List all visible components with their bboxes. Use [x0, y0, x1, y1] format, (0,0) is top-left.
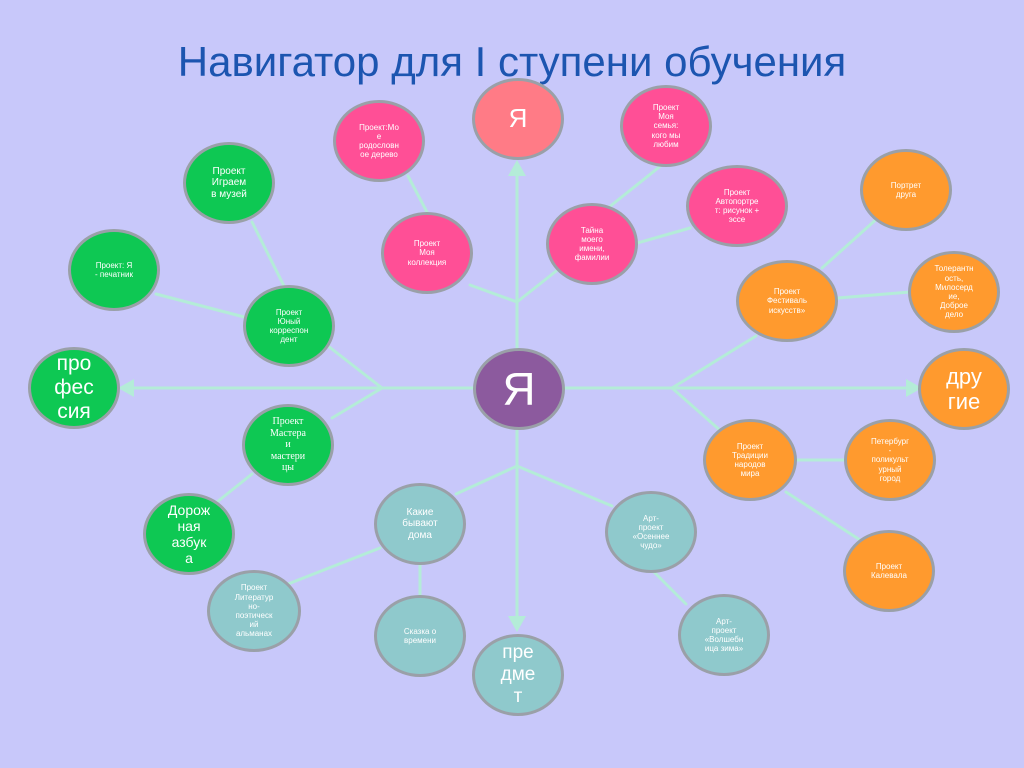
- node-tradicii[interactable]: Проект Традиции народов мира: [703, 419, 797, 501]
- node-volshebnica-zima-label: Арт- проект «Волшебн ица зима»: [704, 616, 744, 654]
- arrowhead-right: [906, 379, 922, 397]
- edge-festival-portret: [820, 214, 882, 270]
- edge-rightfork-tradicii: [670, 386, 724, 434]
- node-yunyy-korrespondent-label: Проект Юный корреспон дент: [269, 307, 309, 345]
- center-node[interactable]: Я: [473, 348, 565, 430]
- node-peterburg[interactable]: Петербург - поликульт урный город: [844, 419, 936, 501]
- node-skazka-label: Сказка о времени: [403, 626, 437, 645]
- node-kakie-doma[interactable]: Какие бывают дома: [374, 483, 466, 565]
- node-igraem-v-muzey-label: Проект Играем в музей: [211, 165, 247, 200]
- node-professiya[interactable]: про фес сия: [28, 347, 120, 429]
- node-drugie-label: дру гие: [946, 363, 982, 414]
- node-rodoslovnoe-label: Проект:Мо е родословн ое дерево: [359, 122, 399, 160]
- node-drugie[interactable]: дру гие: [918, 348, 1010, 430]
- edge-tayna-avtoportret: [632, 226, 692, 246]
- node-osennee-chudo-label: Арт- проект «Осеннее чудо»: [632, 513, 670, 551]
- node-moya-kollekciya-label: Проект Моя коллекция: [407, 239, 447, 267]
- edge-upfork-tayna: [515, 266, 562, 304]
- node-igraem-v-muzey[interactable]: Проект Играем в музей: [183, 142, 275, 224]
- node-tayna-imeni[interactable]: Тайна моего имени, фамилии: [546, 203, 638, 285]
- edge-upfork-collection: [468, 283, 519, 304]
- node-volshebnica-zima[interactable]: Арт- проект «Волшебн ица зима»: [678, 594, 770, 676]
- arrowhead-down: [508, 616, 526, 632]
- edge-korr-pechatnik: [154, 292, 250, 320]
- edge-leftfork-korr: [326, 344, 384, 390]
- edge-rightfork-festival: [670, 334, 758, 390]
- node-moya-semya[interactable]: Проект Моя семья: кого мы любим: [620, 85, 712, 167]
- edge-downfork-osennee: [515, 464, 614, 508]
- arrowhead-up: [508, 160, 526, 176]
- node-tayna-imeni-label: Тайна моего имени, фамилии: [574, 225, 610, 263]
- edge-kakie-almanakh: [286, 546, 382, 586]
- edge-korr-muzey: [250, 220, 287, 290]
- node-kalevala[interactable]: Проект Калевала: [843, 530, 935, 612]
- node-mastera-label: Проект Мастера и мастери цы: [269, 416, 306, 474]
- node-almanakh-label: Проект Литератур но- поэтическ ий альман…: [234, 583, 274, 639]
- node-moya-semya-label: Проект Моя семья: кого мы любим: [651, 103, 681, 149]
- node-tolerantnost-label: Толерантн ость, Милосерд ие, Доброе дело: [934, 264, 974, 320]
- node-kalevala-label: Проект Калевала: [871, 561, 907, 580]
- arrowhead-left: [118, 379, 134, 397]
- edge-mastera-dorozh: [210, 472, 254, 508]
- node-ya-pechatnik[interactable]: Проект: Я - печатник: [68, 229, 160, 311]
- edge-tayna-semya: [606, 158, 670, 210]
- node-skazka[interactable]: Сказка о времени: [374, 595, 466, 677]
- node-top-ya[interactable]: Я: [472, 78, 564, 160]
- node-professiya-label: про фес сия: [54, 351, 94, 424]
- node-avtoportret-label: Проект Автопортре т: рисунок + эссе: [714, 187, 760, 225]
- edge-tradicii-kalevala: [784, 490, 862, 542]
- node-rodoslovnoe[interactable]: Проект:Мо е родословн ое дерево: [333, 100, 425, 182]
- edge-leftfork-mastera: [330, 386, 384, 420]
- node-tolerantnost[interactable]: Толерантн ость, Милосерд ие, Доброе дело: [908, 251, 1000, 333]
- center-label: Я: [502, 362, 536, 415]
- node-dorozhnaya-azbuka-label: Дорож ная азбук а: [167, 501, 211, 567]
- node-portret-druga[interactable]: Портрет друга: [860, 149, 952, 231]
- node-festival[interactable]: Проект Фестиваль искусств»: [736, 260, 838, 342]
- node-mastera[interactable]: Проект Мастера и мастери цы: [242, 404, 334, 486]
- edge-collection-rodoslovnoe: [406, 174, 430, 216]
- node-predmet[interactable]: пре дме т: [472, 634, 564, 716]
- edge-downfork-kakie: [454, 464, 519, 496]
- node-peterburg-label: Петербург - поликульт урный город: [870, 437, 910, 483]
- edge-osennee-volshebnica: [650, 568, 688, 606]
- page-title: Навигатор для I ступени обучения: [177, 38, 847, 85]
- node-festival-label: Проект Фестиваль искусств»: [766, 287, 808, 315]
- node-tradicii-label: Проект Традиции народов мира: [732, 441, 768, 479]
- node-ya-pechatnik-label: Проект: Я - печатник: [95, 260, 133, 279]
- node-osennee-chudo[interactable]: Арт- проект «Осеннее чудо»: [605, 491, 697, 573]
- edge-festival-tolerant: [836, 290, 912, 300]
- node-yunyy-korrespondent[interactable]: Проект Юный корреспон дент: [243, 285, 335, 367]
- node-almanakh[interactable]: Проект Литератур но- поэтическ ий альман…: [207, 570, 301, 652]
- node-top-ya-label: Я: [508, 103, 528, 134]
- node-dorozhnaya-azbuka[interactable]: Дорож ная азбук а: [143, 493, 235, 575]
- node-moya-kollekciya[interactable]: Проект Моя коллекция: [381, 212, 473, 294]
- node-predmet-label: пре дме т: [500, 642, 536, 707]
- node-kakie-doma-label: Какие бывают дома: [402, 506, 438, 541]
- node-avtoportret[interactable]: Проект Автопортре т: рисунок + эссе: [686, 165, 788, 247]
- node-portret-druga-label: Портрет друга: [890, 180, 922, 199]
